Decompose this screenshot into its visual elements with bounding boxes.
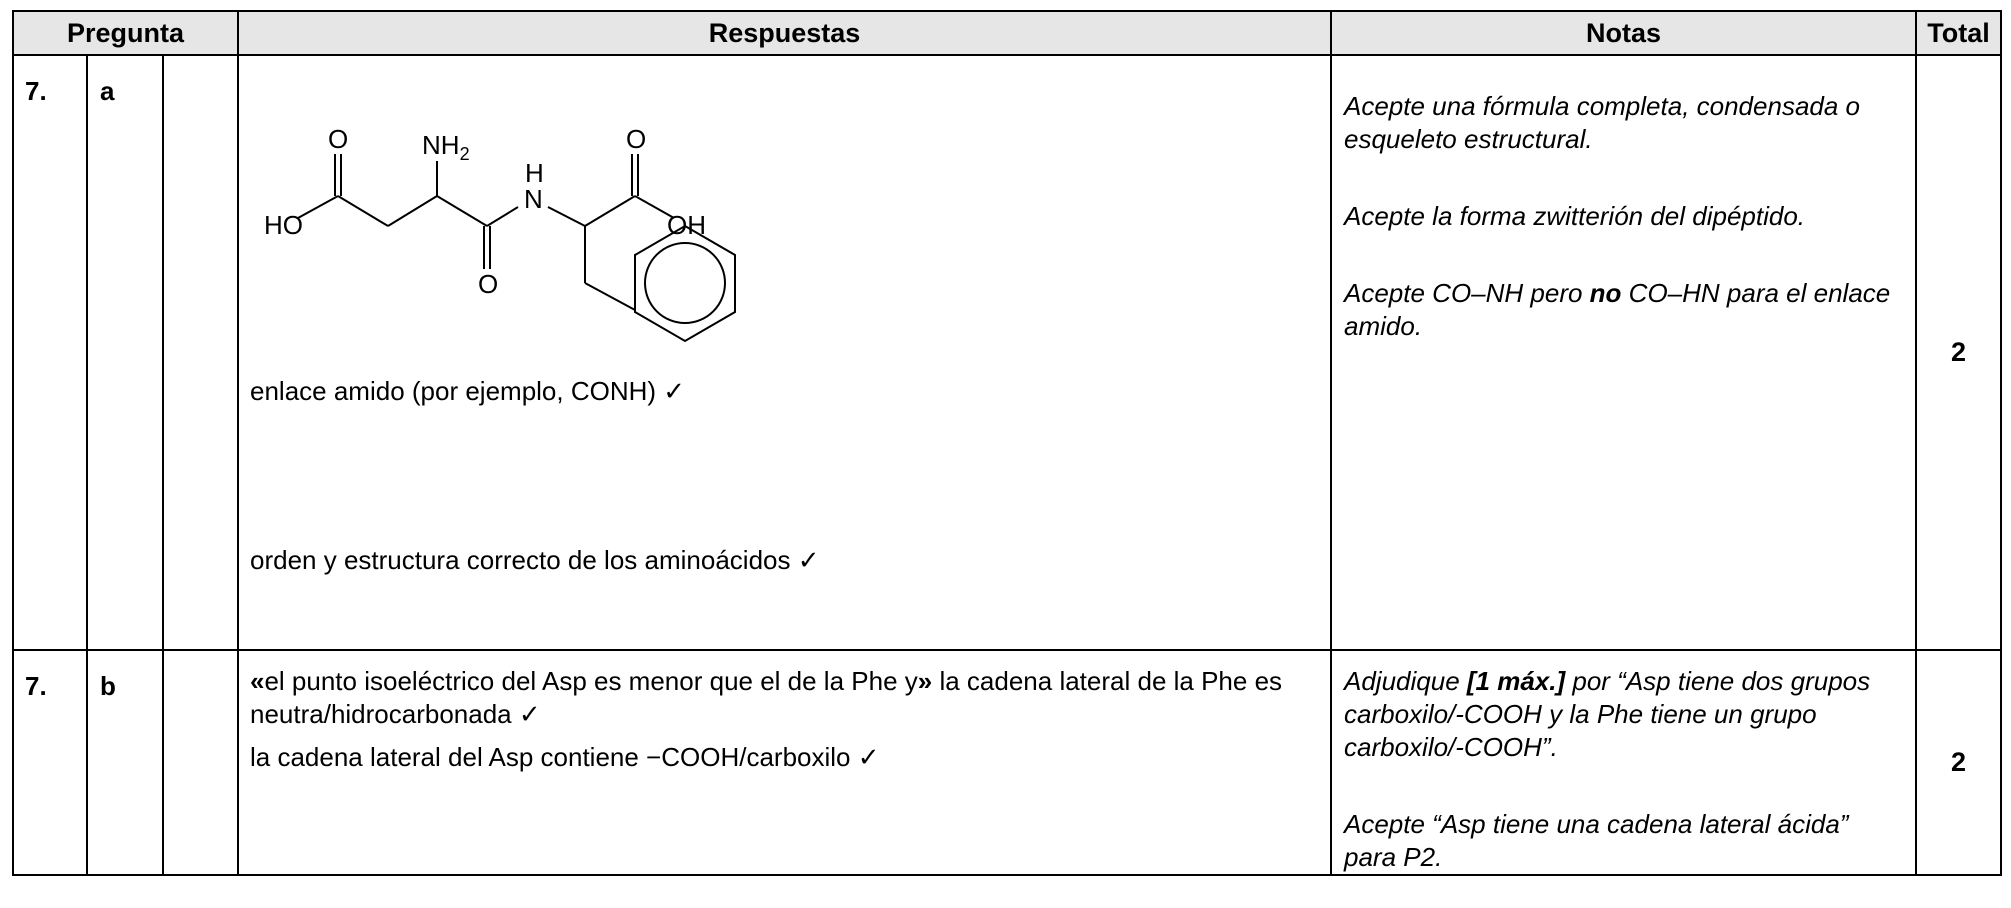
answer-line: enlace amido (por ejemplo, CONH) ✓ <box>250 376 686 406</box>
question-number: 7. <box>12 649 88 876</box>
question-subpart <box>162 54 239 651</box>
note-line: Acepte “Asp tiene una cadena lateral áci… <box>1344 809 1849 872</box>
nitrogen-label: N <box>524 184 543 214</box>
total-cell: 2 <box>1915 54 2002 651</box>
answer-line: «el punto isoeléctrico del Asp es menor … <box>250 666 1283 729</box>
header-notas: Notas <box>1330 10 1917 56</box>
question-subpart <box>162 649 239 876</box>
total-cell: 2 <box>1915 649 2002 876</box>
question-number: 7. <box>12 54 88 651</box>
question-row-7b: 7. b «el punto isoeléctrico del Asp es m… <box>12 649 2002 876</box>
markscheme-table: Pregunta Respuestas Notas Total 7. a <box>12 10 2002 876</box>
answers-cell: O NH2 H N O HO OH O enlace amido (por ej… <box>237 54 1332 651</box>
header-total: Total <box>1915 10 2002 56</box>
answer-line: la cadena lateral del Asp contiene −COOH… <box>250 742 880 772</box>
answers-cell: «el punto isoeléctrico del Asp es menor … <box>237 649 1332 876</box>
note-line: Acepte la forma zwitterión del dipéptido… <box>1344 201 1806 231</box>
question-part: b <box>86 649 164 876</box>
question-row-7a: 7. a <box>12 54 2002 651</box>
oh-label: OH <box>667 210 706 240</box>
dipeptide-structure: O NH2 H N O HO OH O <box>264 124 736 343</box>
note-line: Adjudique [1 máx.] por “Asp tiene dos gr… <box>1344 666 1871 762</box>
oxygen-left-label: O <box>328 124 348 154</box>
answer-line: orden y estructura correcto de los amino… <box>250 545 820 575</box>
header-row: Pregunta Respuestas Notas Total <box>12 10 2002 56</box>
oxygen-right-label: O <box>626 124 646 154</box>
notes-cell: Adjudique [1 máx.] por “Asp tiene dos gr… <box>1330 649 1917 876</box>
nh2-label: NH2 <box>422 130 470 164</box>
header-respuestas: Respuestas <box>237 10 1332 56</box>
question-part: a <box>86 54 164 651</box>
notes-cell: Acepte una fórmula completa, condensada … <box>1330 54 1917 651</box>
note-line-amide: Acepte CO–NH pero no CO–HN para el enlac… <box>1344 278 1891 341</box>
header-pregunta: Pregunta <box>12 10 239 56</box>
ho-label: HO <box>264 210 303 240</box>
hydrogen-label: H <box>525 158 544 188</box>
note-line: Acepte una fórmula completa, condensada … <box>1344 91 1861 154</box>
oxygen-bottom-label: O <box>478 269 498 299</box>
